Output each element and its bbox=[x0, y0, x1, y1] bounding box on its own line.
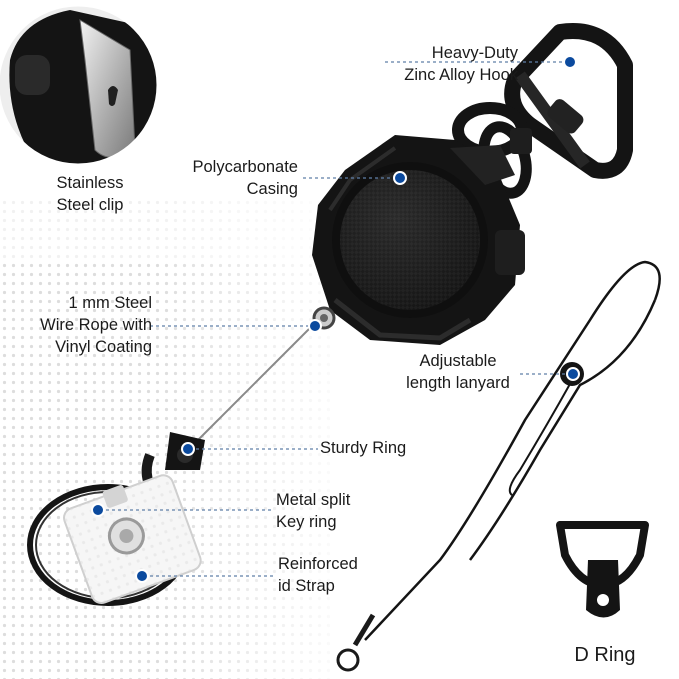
callout-lines bbox=[100, 61, 570, 577]
label-hook: Heavy-Duty Zinc Alloy Hook bbox=[404, 44, 518, 84]
clip-detail-inset bbox=[0, 3, 160, 167]
label-key-ring: Metal split Key ring bbox=[276, 491, 351, 531]
carabiner-hook bbox=[452, 23, 633, 199]
callout-dots bbox=[91, 55, 580, 583]
label-lanyard: Adjustable length lanyard bbox=[406, 352, 510, 392]
label-d-ring: D Ring bbox=[574, 644, 636, 666]
retractor-casing bbox=[312, 135, 525, 345]
label-id-strap: Reinforced id Strap bbox=[278, 555, 358, 595]
label-stainless-clip: Stainless Steel clip bbox=[56, 174, 124, 214]
label-sturdy-ring: Sturdy Ring bbox=[320, 439, 407, 457]
label-casing: Polycarbonate Casing bbox=[192, 158, 299, 198]
label-wire-rope: 1 mm Steel Wire Rope with Vinyl Coating bbox=[40, 294, 152, 356]
wire-rope bbox=[187, 319, 319, 451]
d-ring bbox=[556, 521, 649, 618]
